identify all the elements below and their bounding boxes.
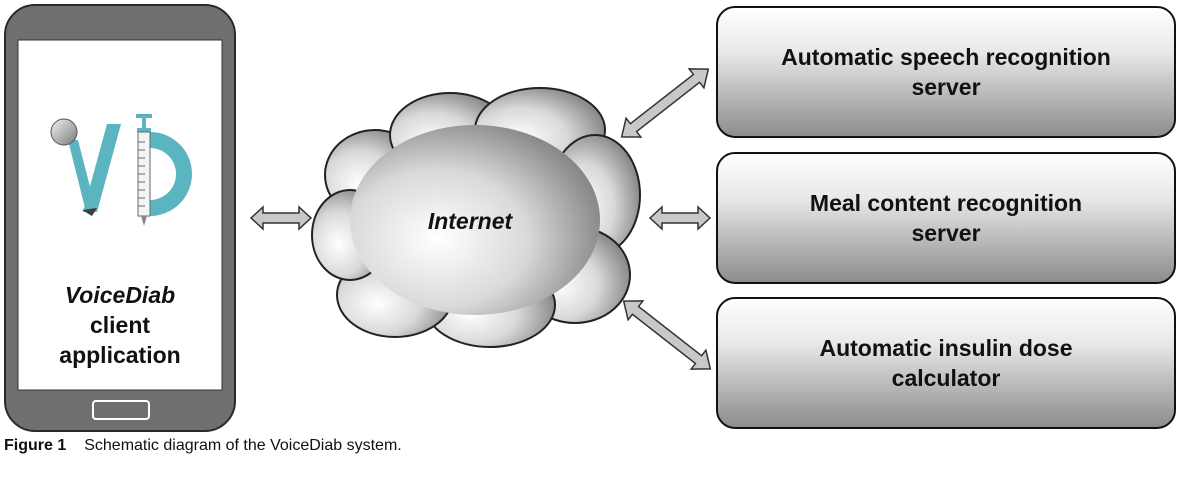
insulin-calculator-line2: calculator: [891, 365, 1001, 391]
meal-server-line1: Meal content recognition: [809, 190, 1083, 216]
app-label-line2: client: [89, 312, 151, 338]
phone-app-label: VoiceDiab client application: [18, 280, 222, 370]
arrow-internet-insulin-calculator: [622, 300, 712, 370]
arrow-internet-meal-server: [648, 205, 712, 231]
internet-label: Internet: [427, 208, 513, 234]
asr-server-box: [716, 6, 1176, 138]
asr-server-line1: Automatic speech recognition: [781, 44, 1111, 70]
voicediab-logo: [50, 114, 192, 226]
phone-screen: [17, 39, 223, 391]
asr-server-line2: server: [911, 74, 981, 100]
app-label-line3: application: [59, 342, 181, 368]
arrow-phone-internet: [249, 205, 313, 231]
home-button: [92, 400, 150, 420]
insulin-calculator-line1: Automatic insulin dose: [819, 335, 1073, 361]
meal-server-label: Meal content recognition server: [717, 153, 1175, 283]
syringe-icon: [136, 114, 152, 226]
diagram-canvas: [4, 4, 1176, 432]
figure-number: Figure 1: [4, 437, 67, 454]
meal-server-box: [716, 152, 1176, 284]
smartphone: [4, 4, 236, 432]
caption-text: Schematic diagram of the VoiceDiab syste…: [84, 437, 402, 454]
asr-server-label: Automatic speech recognition server: [717, 7, 1175, 137]
insulin-calculator-label: Automatic insulin dose calculator: [717, 298, 1175, 428]
microphone-icon: [50, 118, 97, 216]
meal-server-line2: server: [911, 220, 981, 246]
arrow-internet-asr-server: [620, 68, 710, 138]
insulin-calculator-box: [716, 297, 1176, 429]
internet-cloud: [311, 87, 641, 348]
server-boxes: [716, 6, 1176, 429]
app-name: VoiceDiab: [64, 282, 176, 308]
figure-caption: Figure 1 Schematic diagram of the VoiceDi…: [4, 437, 402, 455]
